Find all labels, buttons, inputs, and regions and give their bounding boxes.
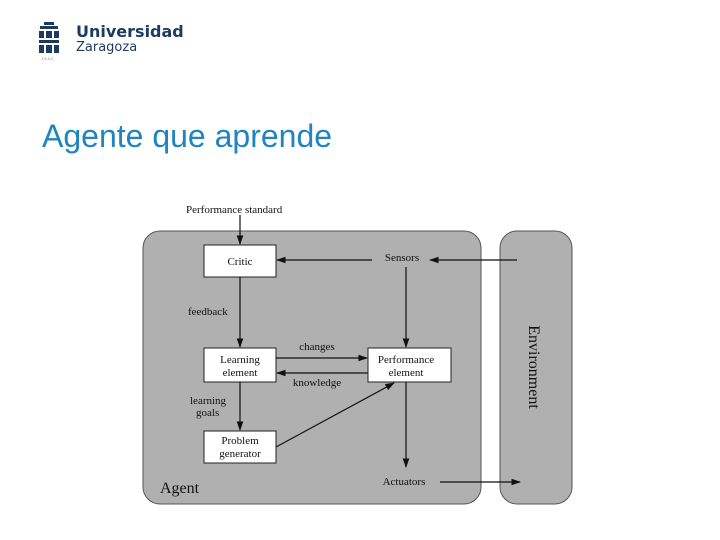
learning-element-box — [203, 347, 277, 383]
problem-generator-box — [203, 430, 277, 464]
learning-element-label-2: element — [223, 367, 258, 379]
logo-university-name: Universidad — [76, 22, 184, 41]
performance-element-box — [367, 347, 452, 383]
performance-element-label-2: element — [389, 367, 424, 379]
learning-element-label-1: Learning — [220, 354, 260, 366]
university-logo: 1542 Universidad Zaragoza — [38, 22, 184, 66]
logo-city-name: Zaragoza — [76, 40, 138, 55]
critic-label: Critic — [227, 256, 252, 268]
changes-label: changes — [299, 341, 334, 353]
slide-title: Agente que aprende — [42, 118, 333, 154]
agent-label: Agent — [160, 480, 200, 497]
learning-goals-label-1: learning — [190, 395, 227, 407]
crest-icon — [39, 22, 59, 53]
performance-standard-label: Performance standard — [186, 204, 283, 216]
knowledge-label: knowledge — [293, 377, 341, 389]
learning-goals-label-2: goals — [196, 407, 219, 419]
environment-label: Environment — [525, 325, 542, 409]
problem-generator-label-1: Problem — [221, 435, 259, 447]
environment-region — [499, 230, 573, 505]
logo-year: 1542 — [41, 56, 54, 61]
actuators-label: Actuators — [383, 476, 426, 488]
sensors-label: Sensors — [385, 252, 419, 264]
feedback-label: feedback — [188, 306, 228, 318]
problem-to-performance-arrow — [275, 382, 395, 448]
learning-agent-diagram: Performance standard Critic Sensors feed… — [142, 204, 573, 505]
performance-element-label-1: Performance — [378, 354, 434, 366]
problem-generator-label-2: generator — [219, 448, 261, 460]
